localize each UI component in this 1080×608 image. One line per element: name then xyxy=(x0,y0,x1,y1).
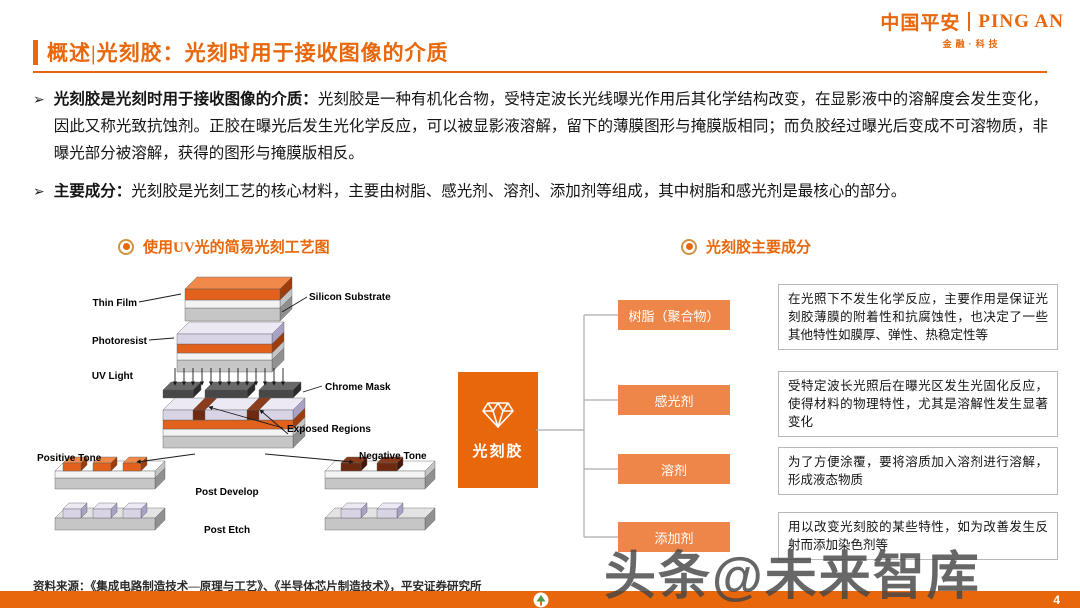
brand-cn: 中国平安 xyxy=(880,13,961,34)
label-negative-tone: Negative Tone xyxy=(359,451,427,462)
section-header-left: 使用UV光的简易光刻工艺图 xyxy=(118,236,330,257)
bullet-lead: 光刻胶是光刻时用于接收图像的介质： xyxy=(53,91,318,108)
composition-item-label: 添加剂 xyxy=(618,522,730,552)
root-node-label: 光刻胶 xyxy=(472,443,524,460)
slide-title-row: 概述|光刻胶：光刻时用于接收图像的介质 xyxy=(33,37,449,67)
bullet-list: ➢ 光刻胶是光刻时用于接收图像的介质：光刻胶是一种有机化合物，受特定波长光线曝光… xyxy=(33,86,1048,216)
wafer-stacks xyxy=(54,276,436,531)
composition-item-label: 溶剂 xyxy=(618,454,730,484)
source-note: 资料来源：《集成电路制造技术—原理与工艺》、《半导体芯片制造技术》，平安证券研究… xyxy=(33,581,482,593)
label-photoresist: Photoresist xyxy=(92,336,148,347)
composition-item-desc: 用以改变光刻胶的某些特性，如为改善发生反射而添加染色剂等 xyxy=(778,512,1058,560)
label-exposed-regions: Exposed Regions xyxy=(287,424,371,435)
diamond-icon xyxy=(482,401,514,428)
label-thin-film: Thin Film xyxy=(93,298,138,309)
label-silicon-substrate: Silicon Substrate xyxy=(309,292,391,303)
bullet-text: 光刻胶是一种有机化合物，受特定波长光线曝光作用后其化学结构改变，在显影液中的溶解… xyxy=(53,91,1048,162)
arrow-bullet-icon: ➢ xyxy=(33,91,45,107)
composition-item-label: 树脂（聚合物） xyxy=(618,300,730,330)
title-accent-bar xyxy=(33,39,38,65)
tree-connector-lines xyxy=(536,314,620,538)
bullet-item: ➢ 主要成分：光刻胶是光刻工艺的核心材料，主要由树脂、感光剂、溶剂、添加剂等组成… xyxy=(33,178,1048,205)
section-header-right: 光刻胶主要成分 xyxy=(681,236,811,257)
title-underline xyxy=(33,71,1047,73)
brand-en: PING AN xyxy=(978,10,1064,32)
lithography-process-diagram: Thin Film Silicon Substrate Photoresist … xyxy=(37,276,436,536)
composition-item-label: 感光剂 xyxy=(618,385,730,415)
photoresist-root-node: 光刻胶 xyxy=(458,372,538,488)
pingan-logo: 中国平安 PING AN 金融·科技 xyxy=(880,8,1064,50)
label-chrome-mask: Chrome Mask xyxy=(325,382,391,393)
diagram-arrows xyxy=(136,293,354,464)
section-title: 光刻胶主要成分 xyxy=(706,240,812,256)
composition-item-desc: 在光照下不发生化学反应，主要作用是保证光刻胶薄膜的附着性和抗腐蚀性，也决定了一些… xyxy=(778,284,1058,350)
bullet-text: 光刻胶是光刻工艺的核心材料，主要由树脂、感光剂、溶剂、添加剂等组成，其中树脂和感… xyxy=(131,183,907,200)
page-title: 概述|光刻胶：光刻时用于接收图像的介质 xyxy=(47,41,449,65)
label-positive-tone: Positive Tone xyxy=(37,453,102,464)
bullseye-icon xyxy=(118,238,134,255)
bullseye-icon xyxy=(681,238,697,255)
label-post-develop: Post Develop xyxy=(195,487,258,498)
logo-divider xyxy=(968,12,971,31)
composition-item-desc: 受特定波长光照后在曝光区发生光固化反应，使得材料的物理特性，尤其是溶解性发生显著… xyxy=(778,371,1058,437)
section-title: 使用UV光的简易光刻工艺图 xyxy=(143,240,330,256)
label-post-etch: Post Etch xyxy=(204,525,250,536)
bullet-item: ➢ 光刻胶是光刻时用于接收图像的介质：光刻胶是一种有机化合物，受特定波长光线曝光… xyxy=(33,86,1048,167)
pingan-tree-icon xyxy=(533,592,549,608)
page-number: 4 xyxy=(1053,593,1060,607)
bullet-lead: 主要成分： xyxy=(53,183,132,200)
label-uv-light: UV Light xyxy=(92,371,134,382)
brand-tagline: 金融·科技 xyxy=(942,39,1002,49)
arrow-bullet-icon: ➢ xyxy=(33,183,45,199)
composition-item-desc: 为了方便涂覆，要将溶质加入溶剂进行溶解，形成液态物质 xyxy=(778,447,1058,495)
